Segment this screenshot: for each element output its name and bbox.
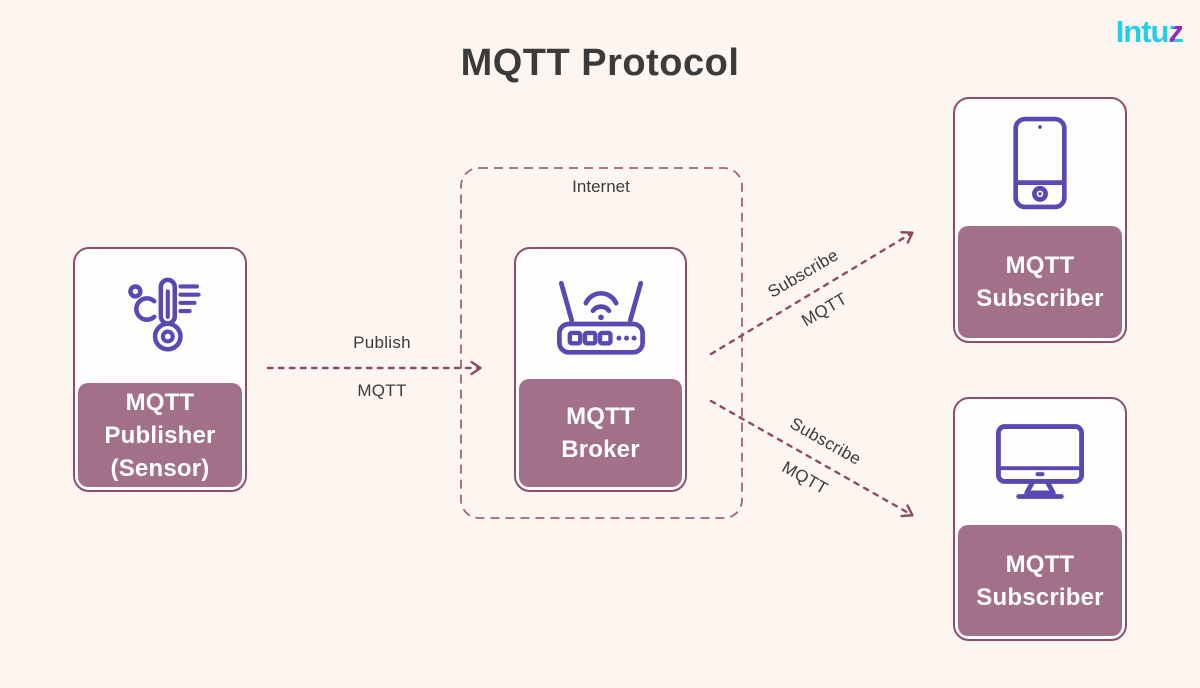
- publish-edge-label-line: Publish: [353, 333, 411, 352]
- subscriber-label-line: MQTT: [1005, 550, 1075, 578]
- mqtt-broker-node: MQTT Broker: [514, 247, 687, 492]
- publisher-label-line: Publisher: [104, 421, 216, 449]
- mqtt-subscriber-bottom-node: MQTT Subscriber: [953, 397, 1127, 641]
- broker-label: MQTT Broker: [519, 379, 682, 487]
- logo-z-letter: z: [1168, 14, 1184, 49]
- publish-edge-label: Publish MQTT: [320, 333, 444, 401]
- subscriber-label-line: Subscriber: [976, 583, 1104, 611]
- wifi-router-icon: [516, 249, 685, 379]
- intuz-logo: Intuz: [1115, 14, 1184, 49]
- page-title: MQTT Protocol: [460, 42, 740, 84]
- publisher-label-line: MQTT: [125, 388, 195, 416]
- thermometer-icon: [75, 249, 245, 383]
- logo-text: Intu: [1115, 14, 1170, 49]
- smartphone-icon: [955, 99, 1125, 226]
- internet-group-label: Internet: [572, 177, 630, 196]
- mqtt-publisher-node: MQTT Publisher (Sensor): [73, 247, 247, 492]
- subscribe-arrow-bottom: [709, 399, 914, 518]
- subscriber-bottom-label: MQTT Subscriber: [958, 525, 1122, 636]
- publisher-label: MQTT Publisher (Sensor): [78, 383, 242, 487]
- mqtt-subscriber-top-node: MQTT Subscriber: [953, 97, 1127, 343]
- publish-edge-label-line: MQTT: [357, 381, 407, 400]
- broker-label-line: Broker: [561, 436, 640, 463]
- desktop-monitor-icon: [955, 399, 1125, 525]
- subscriber-top-label: MQTT Subscriber: [958, 226, 1122, 338]
- subscriber-label-line: Subscriber: [976, 285, 1104, 312]
- publisher-label-line: (Sensor): [110, 454, 210, 482]
- subscriber-label-line: MQTT: [1005, 252, 1075, 279]
- internet-boundary: [460, 167, 743, 519]
- broker-label-line: MQTT: [566, 403, 635, 430]
